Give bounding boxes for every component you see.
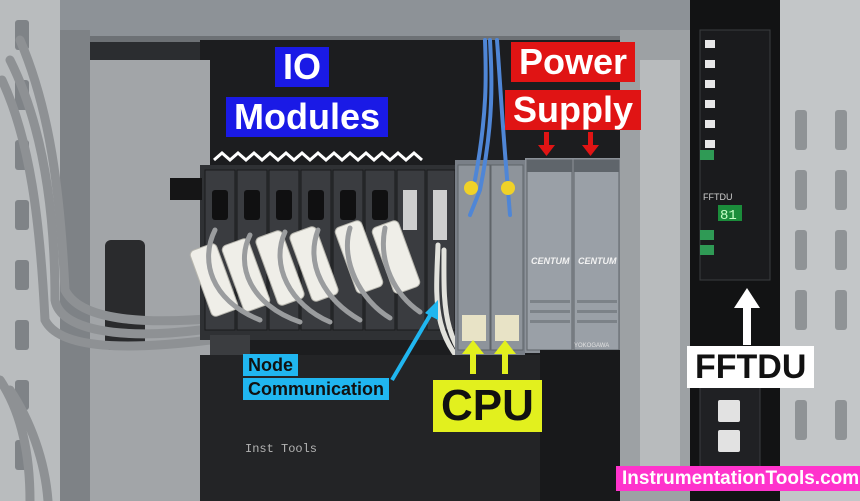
ps-maker: YOKOGAWA [574,343,609,349]
website-watermark: InstrumentationTools.com [616,466,860,491]
io-modules-label-line1: IO [275,47,330,87]
cpu-label: CPU [433,380,542,432]
ps-brand-2: CENTUM [578,256,617,266]
node-communication-label-line2: Communication [243,378,390,400]
cpu-arrows [462,340,516,374]
power-supply-arrows [538,132,599,156]
fftdu-arrow [734,288,760,345]
fftdu-panel-tag: FFTDU [703,192,733,202]
watermark-stamp: Inst Tools [245,442,317,456]
power-supply-label-line2: Supply [505,90,642,130]
node-communication-arrow [390,300,438,382]
fftdu-label: FFTDU [687,346,815,388]
fftdu-display-value: 81 [720,208,737,224]
power-supply-label-line1: Power [511,42,636,82]
node-communication-label-line1: Node [243,354,298,376]
io-wavy-bracket [213,151,423,162]
io-modules-label-line2: Modules [226,97,389,137]
ps-brand-1: CENTUM [531,256,570,266]
